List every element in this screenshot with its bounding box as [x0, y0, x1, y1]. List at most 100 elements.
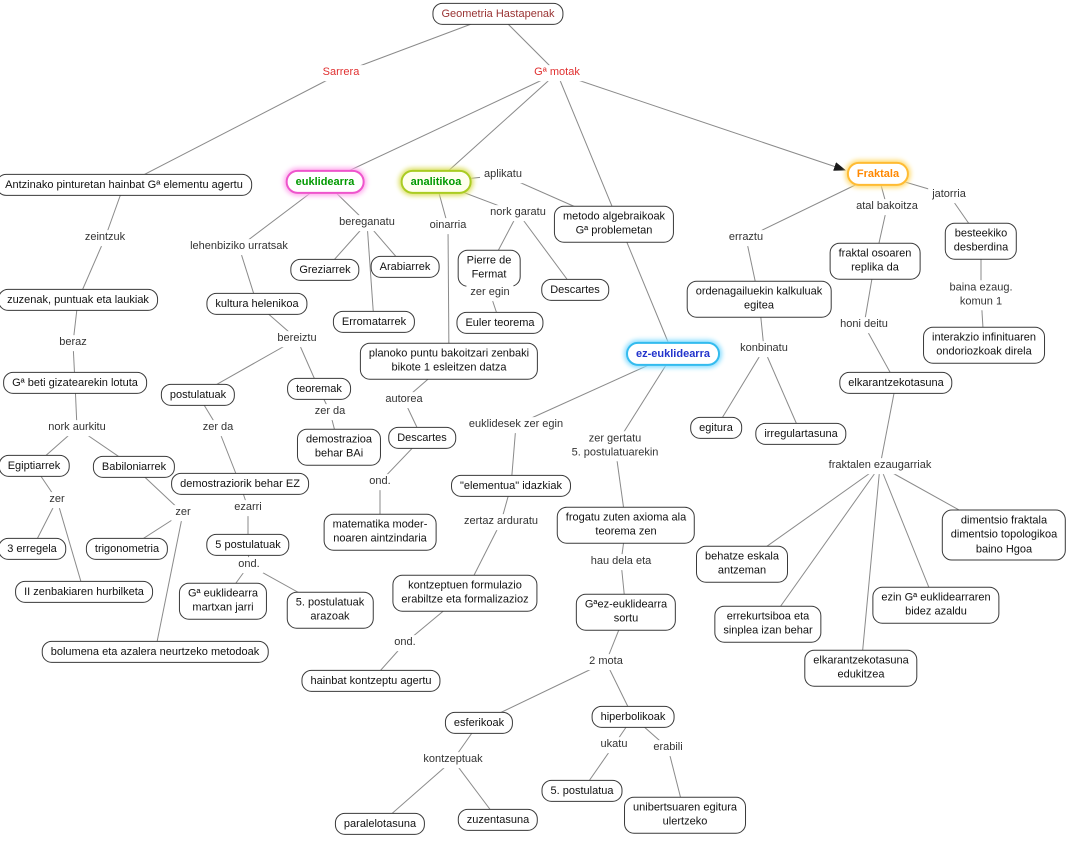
edge-elkarantzekotasuna--fraktalen-ezaugarriak: [879, 382, 897, 467]
concept-teoremak[interactable]: teoremak: [287, 377, 351, 401]
concept-irregulartasuna[interactable]: irregulartasuna: [755, 422, 847, 446]
concept-metodo-algebraikoak[interactable]: metodo algebraikoak Gª problemetan: [553, 205, 675, 243]
concept-bost-postulatuak-arazoak[interactable]: 5. postulatuak arazoak: [286, 591, 374, 629]
link-ukatu[interactable]: ukatu: [596, 737, 632, 753]
link-kontzeptuak[interactable]: kontzeptuak: [419, 752, 487, 768]
link-ezarri[interactable]: ezarri: [230, 500, 266, 516]
concept-analitikoa[interactable]: analitikoa: [400, 169, 472, 195]
link-zer-2[interactable]: zer: [171, 505, 195, 521]
concept-greziarrek[interactable]: Greziarrek: [290, 258, 360, 282]
link-ga-motak[interactable]: Gª motak: [530, 65, 584, 81]
concept-zuzentasuna[interactable]: zuzentasuna: [457, 808, 539, 832]
concept-euler-teorema[interactable]: Euler teorema: [456, 311, 544, 335]
link-ond-1[interactable]: ond.: [365, 474, 395, 490]
concept-zuzenak-puntuak-laukiak[interactable]: zuzenak, puntuak eta laukiak: [0, 288, 158, 312]
concept-ordenagailuekin-kalkuluak[interactable]: ordenagailuekin kalkuluak egitea: [686, 280, 832, 318]
link-baina-ezaug-komun[interactable]: baina ezaug. komun 1: [945, 280, 1017, 310]
concept-pierre-de-fermat[interactable]: Pierre de Fermat: [457, 249, 521, 287]
link-sarrera[interactable]: Sarrera: [318, 65, 364, 81]
concept-demostraziorik-behar-ez[interactable]: demostraziorik behar EZ: [171, 472, 309, 496]
link-oinarria[interactable]: oinarria: [425, 218, 471, 234]
concept-elkarantzekotasuna-edukitzea[interactable]: elkarantzekotasuna edukitzea: [804, 649, 918, 687]
concept-hainbat-kontzeptu[interactable]: hainbat kontzeptu agertu: [301, 669, 441, 693]
edge-ga-motak--euklidearra: [324, 72, 558, 183]
link-zer-gertatu[interactable]: zer gertatu 5. postulatuarekin: [567, 431, 663, 461]
link-zer-da-2[interactable]: zer da: [310, 404, 350, 420]
concept-ez-euklidearra[interactable]: ez-euklidearra: [626, 341, 720, 367]
link-bi-mota[interactable]: 2 mota: [585, 654, 627, 670]
concept-unibertsuaren-egitura[interactable]: unibertsuaren egitura ulertzeko: [624, 796, 746, 834]
link-bereganatu[interactable]: bereganatu: [335, 215, 399, 231]
concept-babiloniarrek[interactable]: Babiloniarrek: [92, 455, 176, 479]
concept-elkarantzekotasuna[interactable]: elkarantzekotasuna: [839, 371, 953, 395]
concept-frogatu-zuten[interactable]: frogatu zuten axioma ala teorema zen: [556, 506, 696, 544]
edge-ga-motak--fraktala: [556, 72, 846, 171]
concept-erromatarrek[interactable]: Erromatarrek: [332, 310, 416, 334]
concept-ga-euklidearra-martxan[interactable]: Gª euklidearra martxan jarri: [178, 582, 268, 620]
concept-ga-beti-gizatearekin[interactable]: Gª beti gizatearekin lotuta: [3, 371, 147, 395]
edge-ga-motak--analitikoa: [435, 72, 558, 183]
link-zer-egin[interactable]: zer egin: [466, 285, 514, 301]
concept-bolumena-azalera[interactable]: bolumena eta azalera neurtzeko metodoak: [41, 640, 269, 664]
concept-dimentsio-fraktala[interactable]: dimentsio fraktala dimentsio topologikoa…: [941, 509, 1067, 561]
concept-besteekiko-desberdina[interactable]: besteekiko desberdina: [944, 222, 1018, 260]
link-bereiztu[interactable]: bereiztu: [273, 331, 321, 347]
edge-oinarria--planoko-puntu: [447, 225, 450, 362]
concept-hiru-erregela[interactable]: 3 erregela: [0, 537, 66, 561]
concept-behatze-eskala[interactable]: behatze eskala antzeman: [696, 545, 788, 583]
concept-postulatuak[interactable]: postulatuak: [160, 383, 236, 407]
link-ond-3[interactable]: ond.: [390, 635, 420, 651]
concept-esferikoak[interactable]: esferikoak: [444, 711, 514, 735]
link-honi-deitu[interactable]: honi deitu: [836, 317, 892, 333]
link-jatorria[interactable]: jatorria: [928, 187, 970, 203]
concept-fraktal-osoaren-replika[interactable]: fraktal osoaren replika da: [829, 242, 921, 280]
link-lehenbiziko-urratsak[interactable]: lehenbiziko urratsak: [186, 239, 292, 255]
link-ond-2[interactable]: ond.: [234, 557, 264, 573]
concept-gaez-euklidearra-sortu[interactable]: Gªez-euklidearra sortu: [575, 593, 677, 631]
link-erraztu[interactable]: erraztu: [724, 230, 768, 246]
concept-bost-postulatua[interactable]: 5. postulatua: [541, 779, 623, 803]
link-hau-dela-eta[interactable]: hau dela eta: [586, 554, 656, 570]
concept-arabiarrek[interactable]: Arabiarrek: [370, 255, 440, 279]
link-zeintzuk[interactable]: zeintzuk: [80, 230, 130, 246]
link-zer-da-1[interactable]: zer da: [198, 420, 238, 436]
link-euklidesek-zer-egin[interactable]: euklidesek zer egin: [464, 417, 568, 433]
concept-descartes-2[interactable]: Descartes: [388, 426, 456, 450]
link-fraktalen-ezaugarriak[interactable]: fraktalen ezaugarriak: [824, 458, 936, 474]
edge-zer-1--zenbakiaren-hurbilketa: [56, 499, 85, 593]
concept-demostrazioa-behar-bai[interactable]: demostrazioa behar BAi: [296, 428, 382, 466]
concept-antzinako-pinturetan[interactable]: Antzinako pinturetan hainbat Gª elementu…: [0, 173, 252, 197]
concept-ezin-ga-euklidearraren[interactable]: ezin Gª euklidearraren bidez azaldu: [872, 586, 1000, 624]
concept-interakzio-infinituaren[interactable]: interakzio infinituaren ondoriozkoak dir…: [923, 326, 1045, 364]
edge-ez-euklidearra--zer-gertatu: [614, 353, 674, 447]
concept-kultura-helenikoa[interactable]: kultura helenikoa: [206, 292, 308, 316]
link-zertaz-arduratu[interactable]: zertaz arduratu: [460, 514, 542, 530]
concept-geometria-hastapenak[interactable]: Geometria Hastapenak: [432, 2, 564, 26]
link-nork-garatu[interactable]: nork garatu: [486, 205, 550, 221]
concept-euklidearra[interactable]: euklidearra: [285, 169, 365, 195]
concept-elementua-idazkiak[interactable]: "elementua" idazkiak: [451, 474, 571, 498]
concept-egitura[interactable]: egitura: [690, 416, 742, 440]
concept-bost-postulatuak[interactable]: 5 postulatuak: [206, 533, 290, 557]
concept-planoko-puntu[interactable]: planoko puntu bakoitzari zenbaki bikote …: [359, 342, 539, 380]
concept-kontzeptuen-formulazio[interactable]: kontzeptuen formulazio erabiltze eta for…: [392, 574, 538, 612]
concept-trigonometria[interactable]: trigonometria: [85, 537, 169, 561]
concept-hiperbolikoak[interactable]: hiperbolikoak: [591, 705, 675, 729]
link-erabili[interactable]: erabili: [649, 740, 687, 756]
concept-zenbakiaren-hurbilketa[interactable]: II zenbakiaren hurbilketa: [15, 580, 153, 604]
link-beraz[interactable]: beraz: [55, 335, 91, 351]
concept-paralelotasuna[interactable]: paralelotasuna: [334, 812, 426, 836]
concept-matematika-modernoaren[interactable]: matematika moder- noaren aintzindaria: [323, 513, 437, 551]
concept-fraktala[interactable]: Fraktala: [846, 161, 910, 187]
link-zer-1[interactable]: zer: [45, 492, 69, 508]
link-atal-bakoitza[interactable]: atal bakoitza: [852, 199, 922, 215]
concept-descartes-1[interactable]: Descartes: [541, 278, 609, 302]
edge-zer-2--bolumena-azalera: [154, 512, 184, 653]
link-konbinatu[interactable]: konbinatu: [736, 341, 792, 357]
concept-errekurtsiboa-sinplea[interactable]: errekurtsiboa eta sinplea izan behar: [714, 605, 822, 643]
link-nork-aurkitu[interactable]: nork aurkitu: [44, 420, 110, 436]
link-autorea[interactable]: autorea: [381, 392, 427, 408]
link-aplikatu[interactable]: aplikatu: [480, 167, 526, 183]
concept-egiptiarrek[interactable]: Egiptiarrek: [0, 454, 70, 478]
